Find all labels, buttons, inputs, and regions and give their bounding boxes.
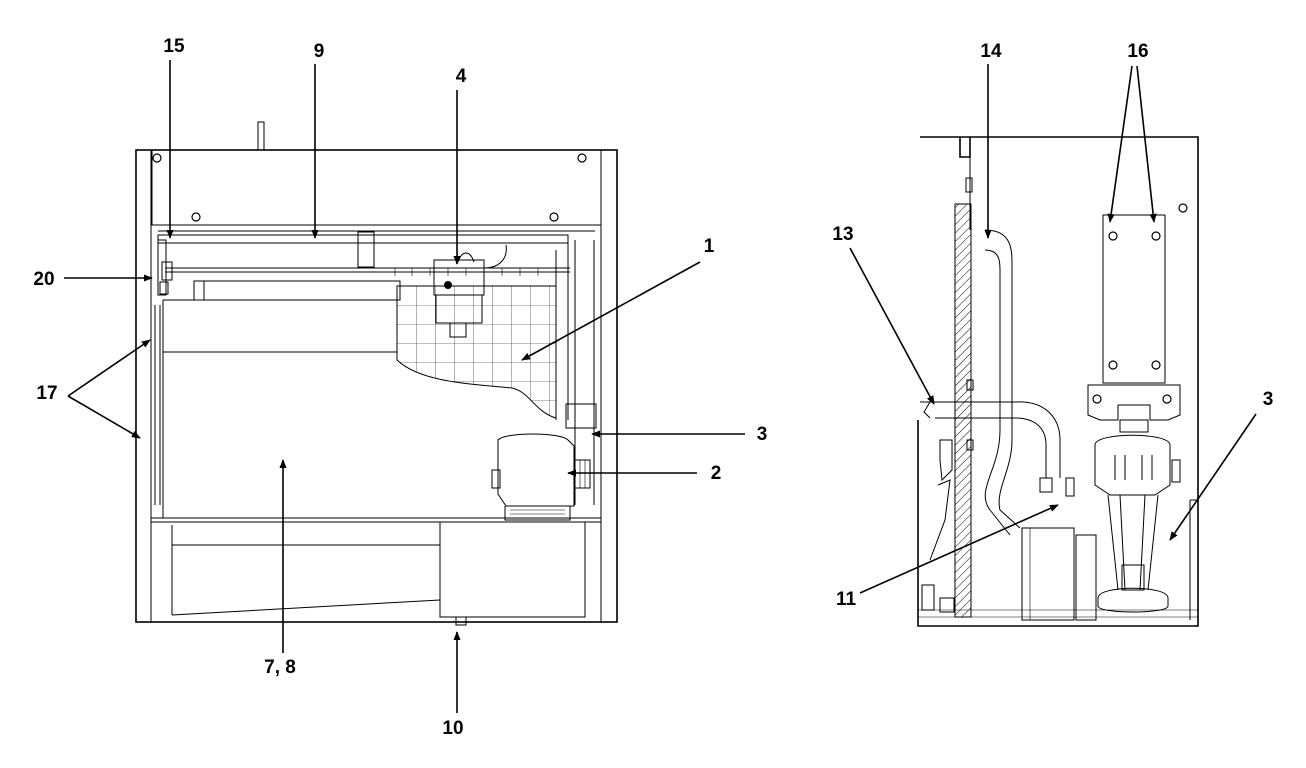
leader-1 bbox=[521, 261, 701, 361]
upper-bar bbox=[193, 280, 401, 301]
side-view bbox=[917, 136, 1199, 627]
callouts: 15 9 4 1 20 17 3 2 7, 8 10 14 16 13 3 11 bbox=[33, 36, 1273, 739]
callout-11: 11 bbox=[836, 589, 857, 610]
screw-icon bbox=[549, 212, 559, 222]
callout-15: 15 bbox=[163, 36, 185, 57]
callout-7-8: 7, 8 bbox=[264, 657, 296, 678]
leader-16-right bbox=[1136, 65, 1157, 223]
water-tube bbox=[984, 229, 1021, 529]
front-view bbox=[135, 121, 618, 626]
pump-bracket bbox=[1102, 214, 1166, 384]
impeller-base bbox=[1097, 587, 1169, 613]
top-rail bbox=[157, 234, 569, 244]
side-reservoir bbox=[1021, 527, 1075, 621]
callout-20: 20 bbox=[33, 269, 54, 290]
leader-17-lower bbox=[67, 395, 141, 439]
side-pump-motor bbox=[1094, 434, 1171, 496]
fitting bbox=[1039, 477, 1053, 493]
indicator-icon bbox=[444, 281, 452, 289]
insulated-wall bbox=[954, 203, 972, 618]
callout-9: 9 bbox=[314, 41, 325, 62]
evaporator-grid bbox=[397, 286, 556, 418]
leader-13 bbox=[849, 247, 935, 405]
callout-14: 14 bbox=[980, 41, 1002, 62]
reservoir-box bbox=[439, 521, 586, 618]
callout-4: 4 bbox=[456, 66, 467, 87]
callout-17: 17 bbox=[36, 383, 57, 404]
callout-13: 13 bbox=[832, 224, 853, 245]
top-header-panel bbox=[151, 149, 602, 226]
screw-icon bbox=[191, 212, 201, 222]
callout-10: 10 bbox=[442, 718, 463, 739]
left-bracket bbox=[157, 239, 167, 296]
callout-1: 1 bbox=[704, 236, 715, 257]
callout-16: 16 bbox=[1127, 41, 1148, 62]
leader-17-upper bbox=[67, 339, 151, 397]
drain-plug bbox=[455, 616, 467, 626]
top-stem bbox=[257, 121, 265, 151]
leader-11 bbox=[859, 504, 1059, 594]
leader-16-left bbox=[1107, 65, 1133, 223]
callout-3-side: 3 bbox=[1263, 389, 1274, 410]
screw-icon bbox=[1178, 203, 1188, 213]
callout-2: 2 bbox=[711, 463, 722, 484]
pump-motor bbox=[497, 433, 575, 507]
leader-3-side bbox=[1169, 413, 1257, 541]
callout-3-front: 3 bbox=[757, 424, 768, 445]
